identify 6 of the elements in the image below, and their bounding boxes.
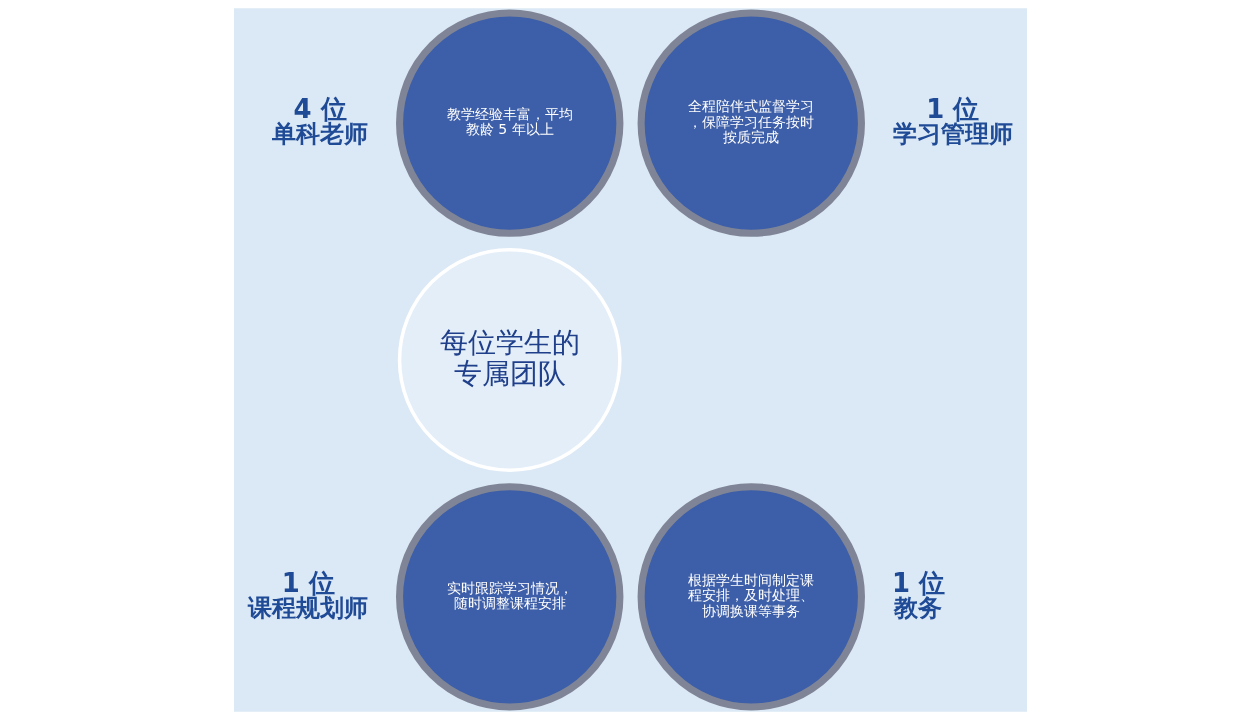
node-circle: 每位学生的专属团队	[397, 248, 622, 472]
node-circle: 教学经验丰富，平均教龄 5 年以上	[395, 9, 623, 237]
node-label: 单科老师	[271, 120, 368, 149]
node-circle: 实时跟踪学习情况，随时调整课程安排	[395, 483, 623, 711]
node-circle: 根据学生时间制定课程安排，及时处理、协调换课等事务	[637, 483, 865, 711]
node-circle: 全程陪伴式监督学习，保障学习任务按时按质完成	[637, 9, 865, 237]
